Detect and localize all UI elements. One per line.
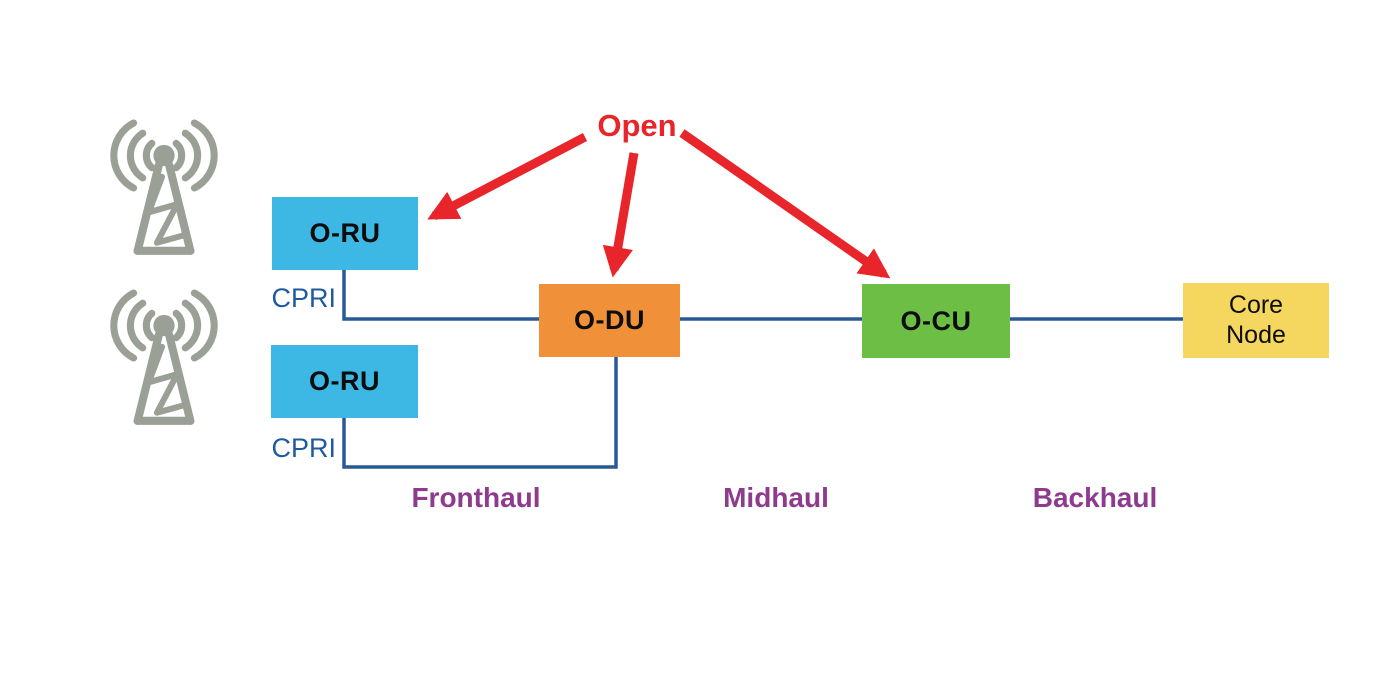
backbone-connector-line: [342, 270, 1183, 469]
open-annotation-label: Open: [597, 108, 677, 143]
cpri-label: CPRI: [271, 433, 336, 463]
segment-label-backhaul: Backhaul: [1032, 482, 1158, 513]
open-arrow-to-odu: [602, 152, 639, 278]
node-ocu: O-CU: [862, 284, 1010, 358]
node-oru-1: O-RU: [272, 197, 418, 270]
cpri-label: CPRI: [271, 283, 336, 313]
radio-tower-icon: [110, 289, 218, 425]
node-oru-2: O-RU: [271, 345, 418, 418]
open-arrow-to-oru: [427, 133, 588, 220]
radio-tower-icon: [110, 119, 218, 255]
segment-label-fronthaul: Fronthaul: [411, 482, 541, 513]
node-core: Core Node: [1183, 283, 1329, 358]
node-odu: O-DU: [539, 284, 680, 357]
open-arrow-to-ocu: [679, 129, 891, 279]
segment-label-midhaul: Midhaul: [723, 482, 829, 513]
